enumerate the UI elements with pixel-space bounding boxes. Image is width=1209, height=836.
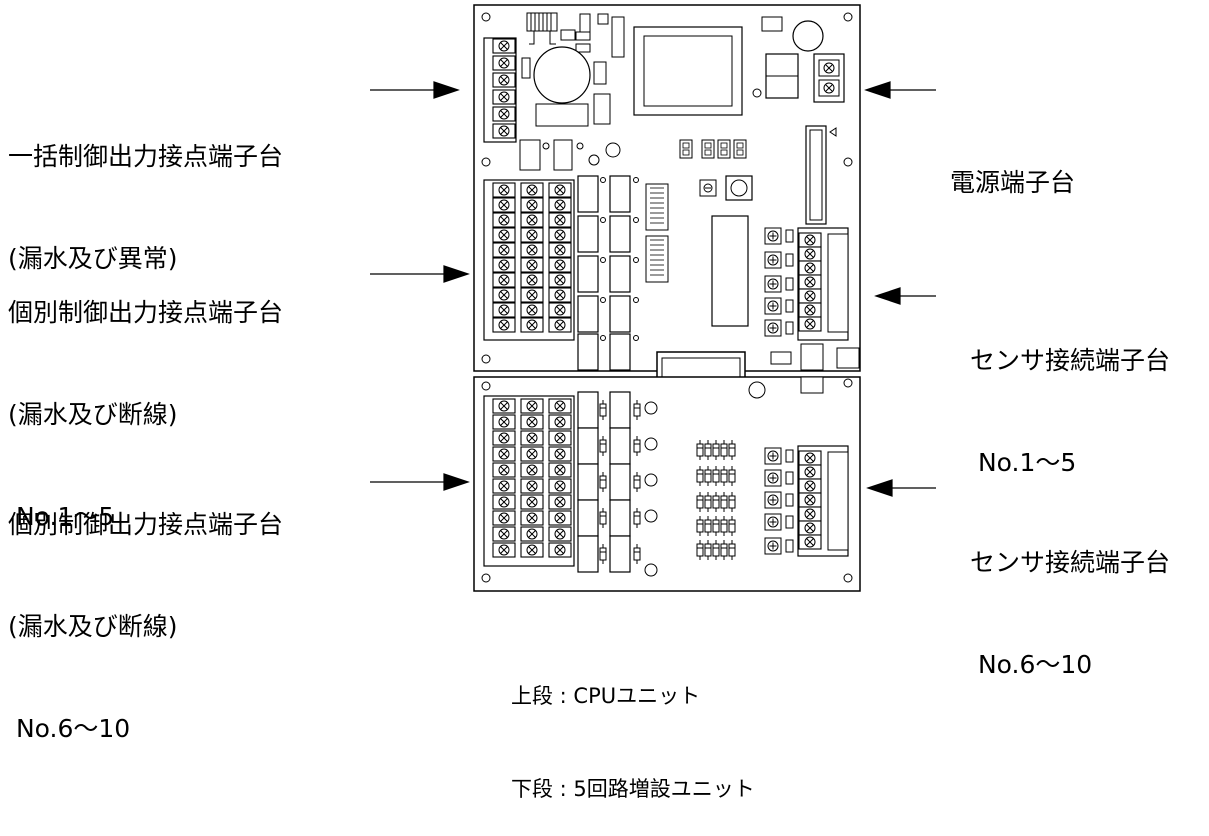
individual-terminal-6-10-line1: 個別制御出力接点端子台: [8, 510, 284, 539]
arrow-power-terminal: [864, 81, 936, 99]
collective-terminal-label-line2: (漏水及び異常): [8, 244, 178, 273]
sensor-terminal-1-5-line2: No.1～5: [970, 448, 1077, 477]
plus-pins-upper: [764, 227, 782, 337]
arrow-individual-terminal-6-10: [370, 473, 470, 491]
collective-terminal-label-line1: 一括制御出力接点端子台: [8, 142, 284, 171]
arrow-individual-terminal-1-5: [370, 265, 470, 283]
individual-terminal-6-10-line2: (漏水及び断線): [8, 612, 178, 641]
arrow-sensor-terminal-6-10: [866, 479, 936, 497]
individual-terminal-block-upper: [492, 182, 572, 333]
sensor-terminal-6-10-line2: No.6～10: [970, 650, 1093, 679]
caption-lower: 下段 : 5回路増設ユニット: [511, 777, 755, 801]
individual-terminal-1-5-line2: (漏水及び断線): [8, 400, 178, 429]
sensor-terminal-block-upper: [798, 232, 822, 332]
sensor-terminal-block-lower: [798, 450, 822, 550]
sensor-terminal-1-5-label: センサ接続端子台 No.1～5: [970, 276, 1170, 514]
expansion-unit-board: [473, 376, 861, 592]
individual-terminal-1-5-label: 個別制御出力接点端子台 (漏水及び断線) No.1～5: [8, 228, 283, 568]
power-terminal-label: 電源端子台: [950, 98, 1075, 234]
sensor-terminal-6-10-line1: センサ接続端子台: [970, 548, 1171, 577]
sensor-terminal-6-10-label: センサ接続端子台 No.6～10: [970, 478, 1170, 716]
individual-terminal-1-5-line1: 個別制御出力接点端子台: [8, 298, 284, 327]
arrow-collective-terminal: [370, 81, 460, 99]
cpu-unit-board: [473, 4, 861, 401]
power-terminal-label-line1: 電源端子台: [950, 168, 1076, 197]
individual-terminal-6-10-line3: No.6～10: [8, 714, 131, 743]
collective-terminal-label: 一括制御出力接点端子台 (漏水及び異常): [8, 72, 283, 310]
arrow-sensor-terminal-1-5: [874, 287, 936, 305]
power-terminal-block: [818, 59, 840, 97]
plus-pins-lower: [764, 447, 782, 555]
individual-terminal-1-5-line3: No.1～5: [8, 502, 115, 531]
sensor-terminal-1-5-line1: センサ接続端子台: [970, 346, 1171, 375]
board-diagram: [370, 4, 936, 592]
